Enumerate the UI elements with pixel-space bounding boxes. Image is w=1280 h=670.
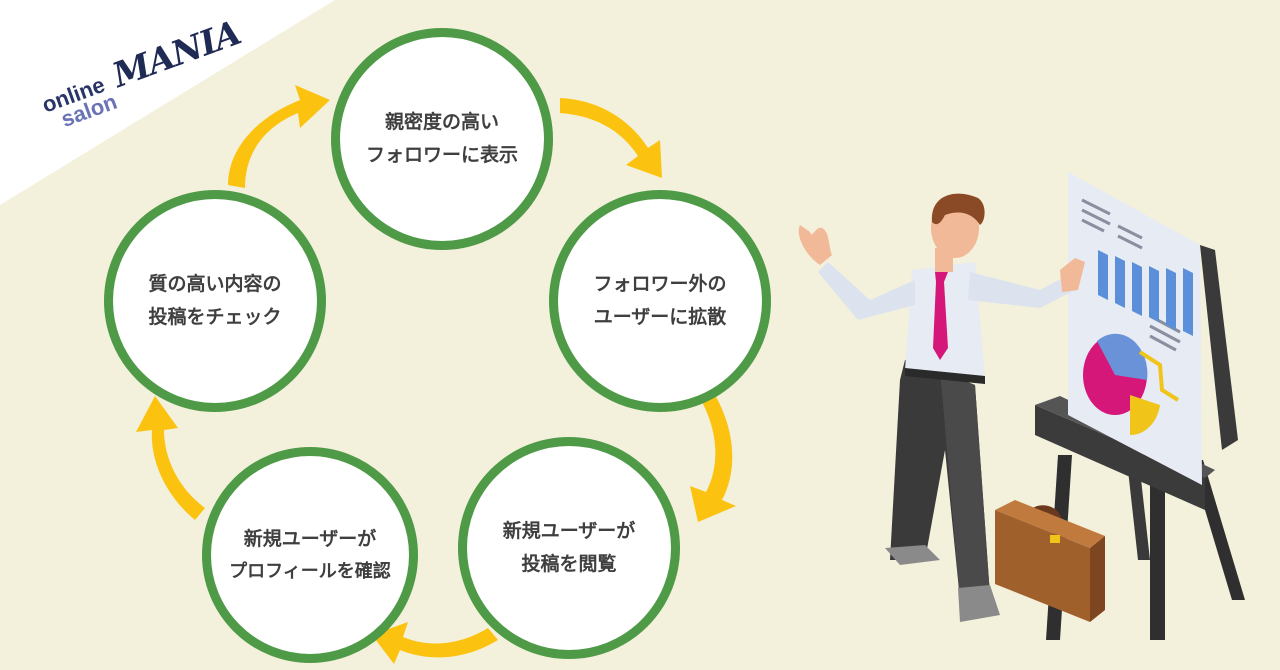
- presenter-with-chart-board-icon: [798, 172, 1245, 640]
- cycle-node-2: フォロワー外の ユーザーに拡散: [549, 190, 771, 412]
- cycle-node-3-line2: 投稿を閲覧: [521, 553, 617, 575]
- arrow-icon-4: [372, 622, 498, 664]
- cycle-node-4-line1: 新規ユーザーが: [243, 527, 377, 550]
- cycle-node-1: 親密度の高い フォロワーに表示: [331, 28, 553, 250]
- cycle-node-5-line2: 投稿をチェック: [148, 306, 282, 328]
- arrow-icon-1: [228, 85, 330, 188]
- arrow-icon-5: [136, 396, 205, 520]
- cycle-node-2-line1: フォロワー外の: [593, 272, 727, 295]
- cycle-node-3-line1: 新規ユーザーが: [502, 519, 636, 542]
- cycle-node-4-line2: プロフィールを確認: [229, 560, 391, 582]
- cycle-node-1-line1: 親密度の高い: [384, 110, 499, 133]
- cycle-arrows: [136, 85, 736, 664]
- cycle-node-5-line1: 質の高い内容の: [148, 272, 282, 295]
- cycle-node-4: 新規ユーザーが プロフィールを確認: [202, 447, 418, 663]
- arrow-icon-3: [690, 395, 736, 522]
- cycle-node-2-line2: ユーザーに拡散: [593, 306, 727, 328]
- corner-band: [0, 0, 335, 205]
- cycle-node-5: 質の高い内容の 投稿をチェック: [104, 190, 326, 412]
- cycle-node-1-line2: フォロワーに表示: [365, 144, 518, 166]
- arrow-icon-2: [560, 98, 662, 178]
- cycle-node-3: 新規ユーザーが 投稿を閲覧: [458, 437, 680, 659]
